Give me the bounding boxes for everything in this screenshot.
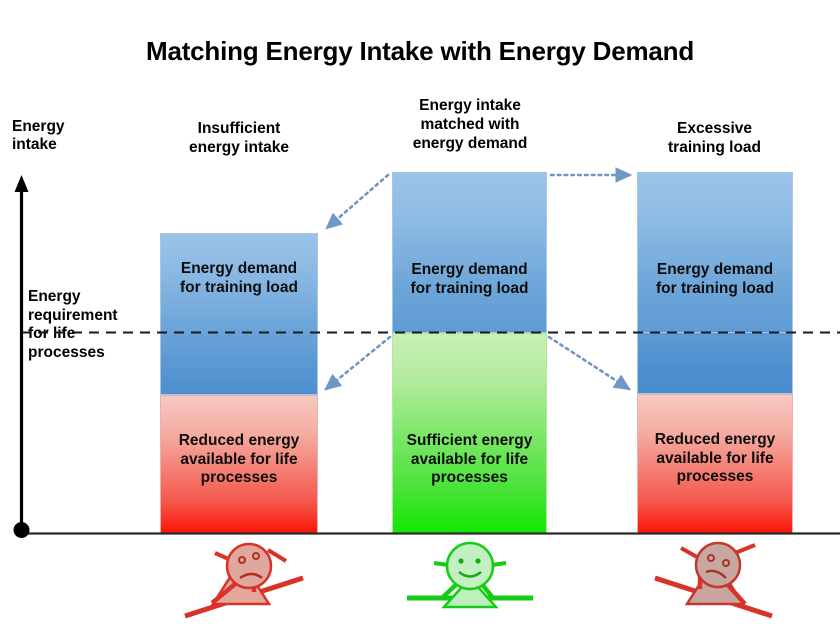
column-header-line3: energy demand [412, 134, 528, 152]
bar-excessive-demand-lower [637, 333, 793, 394]
column-header-insufficient: Insufficient energy intake [155, 120, 323, 158]
bar-insufficient-demand: Energy demand for training load [160, 233, 318, 395]
figure-excessive [654, 541, 773, 619]
threshold-label: Energy requirement for life processes [28, 288, 148, 362]
sad-face-icon [225, 542, 273, 590]
column-header-line1: Insufficient [197, 120, 281, 137]
y-axis-label-line1: Energy [12, 118, 65, 135]
threshold-label-line1: Energy [28, 288, 81, 305]
bar-label-line2: for training load [656, 279, 774, 297]
bar-label-line2: for training load [180, 278, 298, 296]
bar-label-line1: Energy demand [180, 260, 298, 277]
bar-matched-demand: Energy demand for training load [392, 172, 547, 333]
bar-label-line2: for training load [410, 279, 529, 297]
bar-label-matched-life: Sufficient energy available for life pro… [393, 432, 546, 488]
column-header-line2: matched with [420, 115, 520, 133]
bar-label-line1: Energy demand [656, 261, 774, 278]
bar-matched-life: Sufficient energy available for life pro… [392, 333, 547, 534]
y-axis-label-line2: intake [12, 136, 57, 154]
column-header-matched: Energy intake matched with energy demand [390, 97, 550, 154]
connector-threshold-to-excessive-boundary [547, 335, 631, 391]
bar-label-line3: processes [676, 468, 754, 486]
bar-label-matched-demand: Energy demand for training load [393, 261, 546, 298]
column-header-line1: Energy intake [419, 97, 521, 114]
bar-label-line2: available for life [180, 450, 298, 468]
connector-matched-to-insufficient-top [325, 173, 390, 230]
y-axis-label: Energy intake [12, 118, 122, 155]
column-header-line1: Excessive [677, 120, 752, 137]
happy-face-icon [445, 541, 495, 591]
bar-label-excessive-demand: Energy demand for training load [638, 261, 792, 298]
bar-label-line1: Reduced energy [178, 432, 300, 449]
bar-label-line2: available for life [656, 449, 774, 467]
threshold-label-line3: for life [28, 325, 76, 343]
bar-label-insufficient-demand: Energy demand for training load [161, 260, 317, 297]
bar-label-insufficient-life: Reduced energy available for life proces… [161, 432, 317, 488]
y-axis-arrowhead [14, 175, 29, 192]
bar-label-line3: processes [200, 469, 278, 487]
figure-matched [407, 541, 533, 609]
bar-label-excessive-life: Reduced energy available for life proces… [638, 431, 792, 487]
bar-label-line1: Energy demand [411, 261, 528, 278]
column-header-line2: training load [668, 138, 761, 156]
origin-dot [13, 522, 30, 538]
page-title: Matching Energy Intake with Energy Deman… [145, 36, 695, 66]
bar-label-line2: available for life [410, 450, 529, 468]
connector-threshold-to-insufficient-boundary [324, 335, 392, 391]
column-header-line2: energy intake [189, 138, 289, 156]
threshold-label-line4: processes [28, 343, 105, 361]
bar-excessive-life: Reduced energy available for life proces… [637, 394, 793, 534]
column-header-excessive: Excessive training load [632, 120, 797, 158]
bar-excessive-demand: Energy demand for training load [637, 172, 793, 333]
bar-label-line3: processes [431, 469, 508, 487]
bar-label-line1: Sufficient energy [406, 432, 533, 449]
bar-label-line1: Reduced energy [654, 431, 776, 448]
figure-insufficient [184, 542, 304, 619]
threshold-label-line2: requirement [28, 306, 118, 324]
bar-insufficient-life: Reduced energy available for life proces… [160, 395, 318, 534]
sad-face-icon [694, 541, 742, 589]
